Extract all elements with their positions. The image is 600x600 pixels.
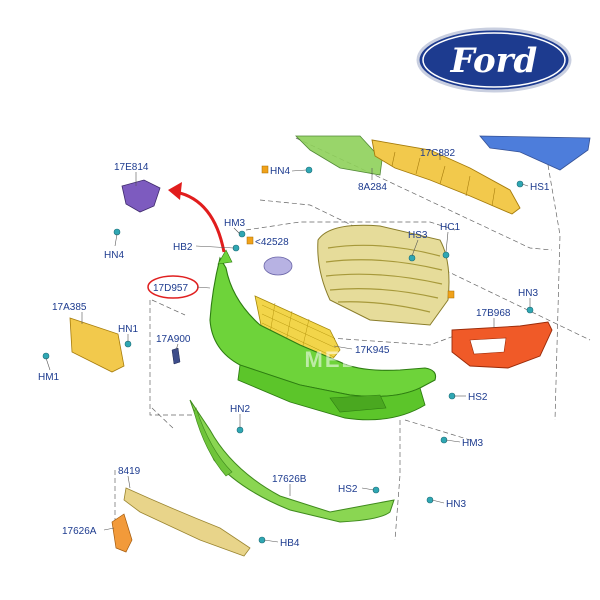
label-hs3[interactable]: HS3: [408, 230, 428, 241]
label-17a385[interactable]: 17A385: [52, 302, 87, 313]
label-hn3-top[interactable]: HN3: [518, 288, 538, 299]
label-17626b[interactable]: 17626B: [272, 474, 307, 485]
bracket-17626a-part: [111, 513, 133, 553]
clip-17a900-part: [171, 347, 181, 365]
label-hs2-low[interactable]: HS2: [338, 484, 358, 495]
label-17e814[interactable]: 17E814: [114, 162, 149, 173]
label-17a900[interactable]: 17A900: [156, 334, 191, 345]
lower-grille-17k945-part: [254, 295, 341, 363]
watermark: MEDIA: [305, 347, 386, 372]
bracket-8a284-part: [295, 135, 383, 176]
leader-lines: [45, 150, 531, 543]
label-hm3-top[interactable]: HM3: [224, 218, 246, 229]
lamp-42528-part: [263, 256, 293, 276]
label-17c882[interactable]: 17C882: [420, 148, 455, 159]
label-17b968[interactable]: 17B968: [476, 308, 511, 319]
grille-part: [317, 224, 450, 326]
reinforcement-ribs: [391, 151, 496, 207]
label-17k945[interactable]: 17K945: [355, 345, 390, 356]
label-hc1[interactable]: HC1: [440, 222, 460, 233]
strip-8419-part: [123, 487, 251, 557]
upper-shield-part: [479, 135, 591, 171]
label-hn1[interactable]: HN1: [118, 324, 138, 335]
label-hs2-right[interactable]: HS2: [468, 392, 488, 403]
label-hs1[interactable]: HS1: [530, 182, 550, 193]
label-hn4-left[interactable]: HN4: [104, 250, 124, 261]
label-17626a[interactable]: 17626A: [62, 526, 97, 537]
label-hb2[interactable]: HB2: [173, 242, 193, 253]
bracket-17e814-part: [121, 179, 161, 213]
reinforcement-17c882-part: [371, 139, 521, 215]
label-hn3-low[interactable]: HN3: [446, 499, 466, 510]
bumper-cover-17d957-part: [209, 249, 437, 421]
label-17d957[interactable]: 17D957: [153, 283, 188, 294]
red-arrow: [168, 182, 226, 253]
label-hb4[interactable]: HB4: [280, 538, 300, 549]
label-hn2[interactable]: HN2: [230, 404, 250, 415]
valance-17626b-part: [189, 399, 395, 523]
label-hn4-top[interactable]: HN4: [270, 166, 290, 177]
trim-17b968-part: [451, 321, 553, 369]
label-8a284[interactable]: 8A284: [358, 182, 387, 193]
label-8419[interactable]: 8419: [118, 466, 141, 477]
ford-logo: Ford: [416, 27, 572, 93]
part-labels: 17E814 HN4 HN4 8A284 17C882 HS1 HM3 HB2 …: [38, 148, 550, 549]
bracket-17a385-part: [69, 317, 125, 373]
ford-logo-text: Ford: [450, 41, 538, 81]
label-42528[interactable]: <42528: [255, 237, 289, 248]
fasteners: [42, 165, 534, 544]
label-hm1[interactable]: HM1: [38, 372, 60, 383]
label-hm3-right[interactable]: HM3: [462, 438, 484, 449]
